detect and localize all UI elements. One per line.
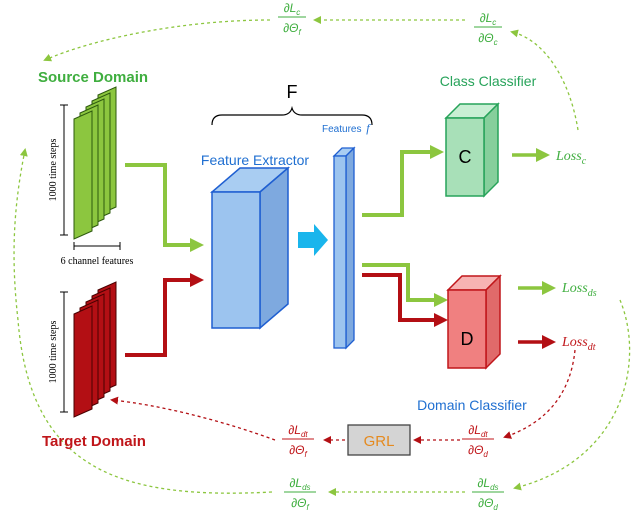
gradient-bot-left: ∂Lds ∂Θf	[284, 476, 316, 512]
class-box-letter: C	[459, 147, 472, 167]
features-to-class-arrow	[362, 145, 444, 217]
channel-bracket	[73, 242, 121, 250]
target-feature-stack	[73, 281, 117, 418]
feature-extractor-box	[209, 166, 291, 330]
loop-ds-right	[513, 299, 631, 491]
class-classifier-box	[444, 102, 500, 198]
grl-box	[347, 424, 411, 456]
domain-classifier-box	[446, 274, 502, 370]
gradient-mid-left: ∂Ldt ∂Θf	[282, 423, 314, 459]
domain-box-letter: D	[461, 329, 474, 349]
target-domain-label: Target Domain	[42, 433, 146, 450]
loss-ds-label: Lossds	[561, 281, 597, 299]
svg-text:∂Ldt: ∂Ldt	[288, 423, 308, 439]
svg-text:∂Θf: ∂Θf	[289, 443, 307, 459]
svg-text:∂Θd: ∂Θd	[478, 496, 498, 512]
svg-text:∂Lds: ∂Lds	[477, 476, 498, 492]
svg-text:∂Lc: ∂Lc	[284, 1, 301, 17]
gradient-top-left: ∂Lc ∂Θf	[278, 1, 306, 37]
svg-text:∂Θd: ∂Θd	[468, 443, 488, 459]
svg-text:∂Θf: ∂Θf	[291, 496, 309, 512]
loss-dt-label: Lossdt	[561, 335, 596, 353]
f-brace-label: F	[287, 82, 298, 102]
gradient-bot-right: ∂Lds ∂Θd	[472, 476, 504, 512]
time-steps-top-label: 1000 time steps	[48, 139, 59, 202]
feature-extractor-label: Feature Extractor	[201, 152, 309, 168]
loss-c-label: Lossc	[555, 149, 587, 167]
loop-dt-left	[110, 396, 276, 441]
source-domain-label: Source Domain	[38, 69, 148, 86]
time-bracket-bottom	[60, 291, 68, 413]
time-bracket-top	[60, 104, 68, 236]
svg-text:∂Lds: ∂Lds	[289, 476, 310, 492]
f-brace	[211, 105, 373, 126]
target-to-extractor-arrow	[125, 273, 204, 357]
gradient-mid-right: ∂Ldt ∂Θd	[462, 423, 494, 459]
gradient-top-right: ∂Lc ∂Θc	[474, 11, 502, 47]
class-classifier-label: Class Classifier	[440, 73, 537, 89]
domain-classifier-label: Domain Classifier	[417, 397, 527, 413]
features-to-domain-green-arrow	[362, 263, 448, 307]
svg-text:∂Lc: ∂Lc	[480, 11, 497, 27]
features-label: Features f	[322, 121, 371, 135]
source-to-extractor-arrow	[125, 163, 204, 252]
svg-text:∂Θc: ∂Θc	[478, 31, 497, 47]
time-steps-bottom-label: 1000 time steps	[48, 321, 59, 384]
svg-text:∂Ldt: ∂Ldt	[468, 423, 488, 439]
grl-label: GRL	[364, 433, 395, 450]
loop-dt-right	[503, 349, 576, 439]
features-to-domain-red-arrow	[362, 273, 448, 327]
source-feature-stack	[73, 86, 117, 240]
svg-text:∂Θf: ∂Θf	[283, 21, 301, 37]
channel-features-label: 6 channel features	[61, 256, 134, 267]
features-column	[332, 146, 356, 350]
loop-ds-left	[13, 148, 273, 494]
extractor-to-features-arrow	[298, 224, 328, 256]
loop-class-left	[43, 19, 271, 62]
